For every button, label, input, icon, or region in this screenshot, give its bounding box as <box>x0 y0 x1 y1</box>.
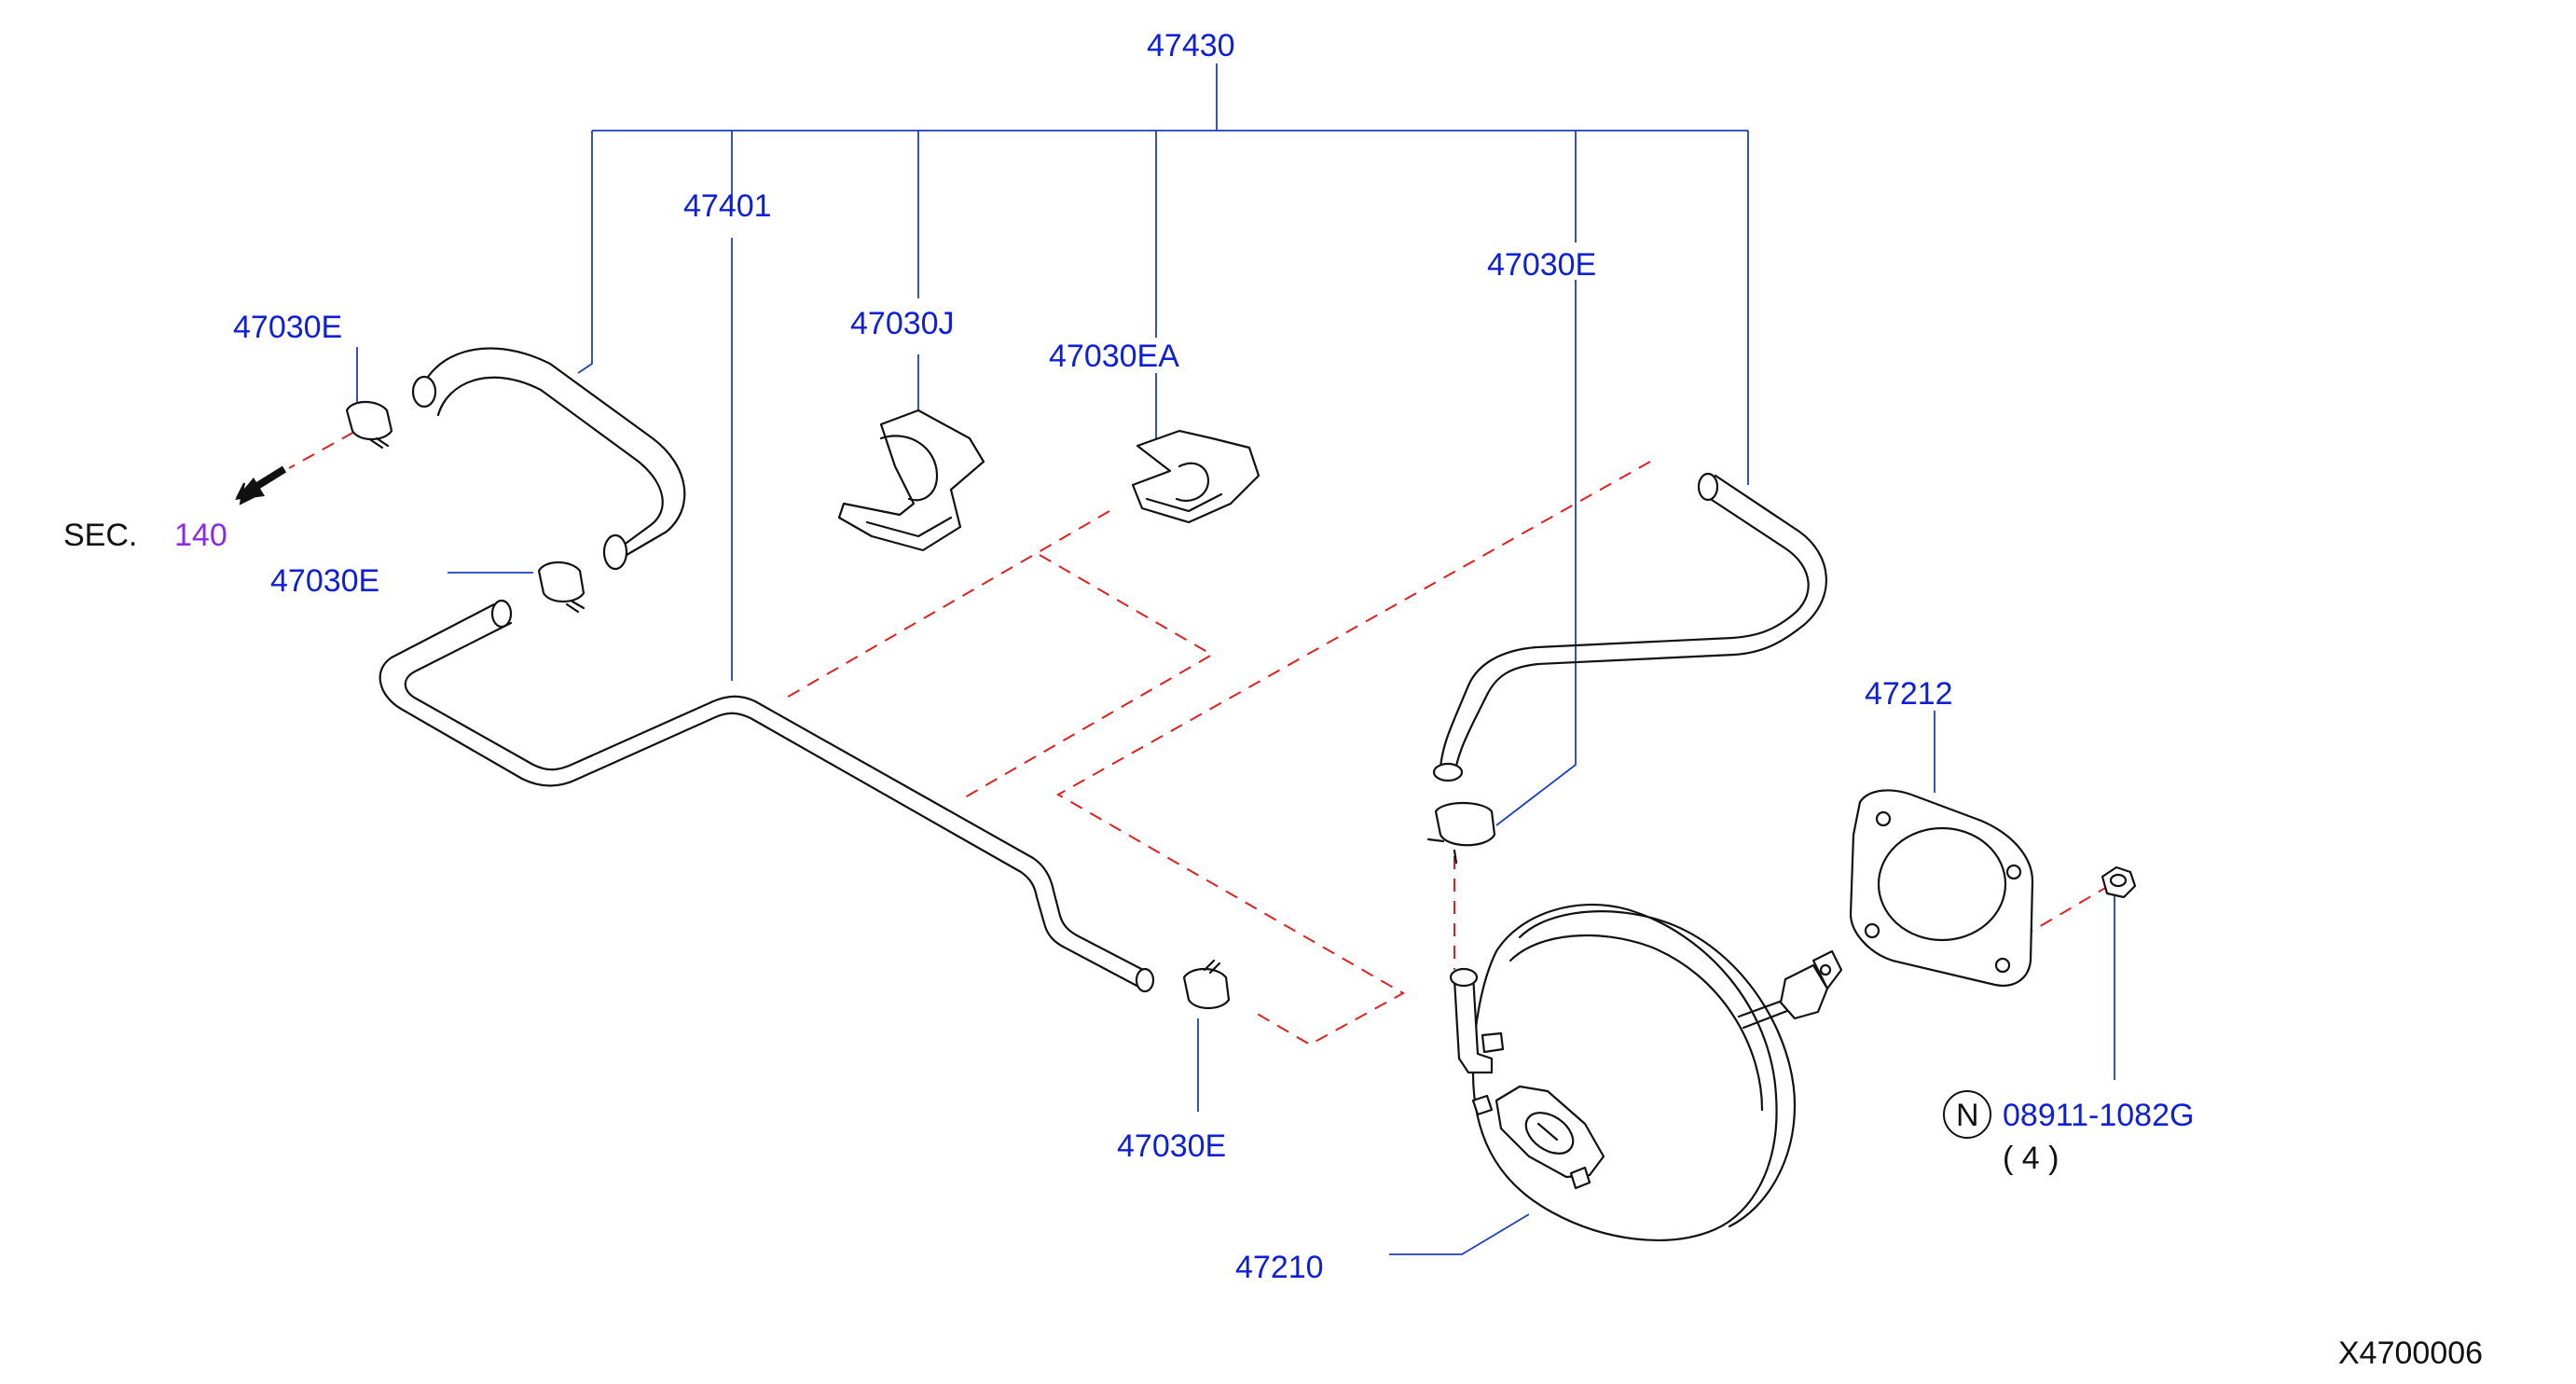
label-assembly: 47430 <box>1147 28 1235 63</box>
label-sec-number: 140 <box>174 518 227 553</box>
label-clamp-right: 47030E <box>1487 247 1596 283</box>
label-gasket: 47212 <box>1865 676 1953 712</box>
label-nut-part: 08911-1082G <box>2003 1098 2194 1133</box>
label-booster: 47210 <box>1235 1250 1324 1285</box>
right-hose <box>1432 472 1827 782</box>
clamp-bottom <box>1182 959 1231 1010</box>
label-clip-ea: 47030EA <box>1049 339 1179 374</box>
label-hose-main: 47401 <box>683 188 772 224</box>
dashed-guide-lines <box>288 421 2113 1046</box>
flange-nut <box>2101 865 2137 899</box>
nut-badge-circle <box>1943 1090 1991 1139</box>
brake-booster-47210 <box>1449 903 1843 1241</box>
clamp-top-left <box>345 400 393 450</box>
clamp-right <box>1426 802 1496 865</box>
main-hose-47401 <box>379 599 1155 993</box>
section-arrow <box>235 465 287 505</box>
diagram-id: X4700006 <box>2338 1336 2483 1371</box>
label-clamp-left-middle: 47030E <box>270 563 379 599</box>
upper-left-hose <box>411 347 686 571</box>
labels: 47430 47401 47030E 47030E 47030E 47030E … <box>63 28 2483 1371</box>
label-sec: SEC. <box>63 518 137 553</box>
clip-47030ea <box>1131 429 1260 524</box>
clip-47030j <box>837 408 985 552</box>
label-nut-qty: ( 4 ) <box>2003 1141 2059 1176</box>
leader-lines <box>356 63 2115 1255</box>
nut-badge-letter: N <box>1956 1098 1979 1133</box>
label-clamp-bottom: 47030E <box>1117 1128 1226 1164</box>
gasket-47212 <box>1849 789 2034 987</box>
clamp-left-middle <box>537 561 585 614</box>
label-clamp-top-left: 47030E <box>233 310 342 345</box>
label-clip-j: 47030J <box>850 306 955 341</box>
